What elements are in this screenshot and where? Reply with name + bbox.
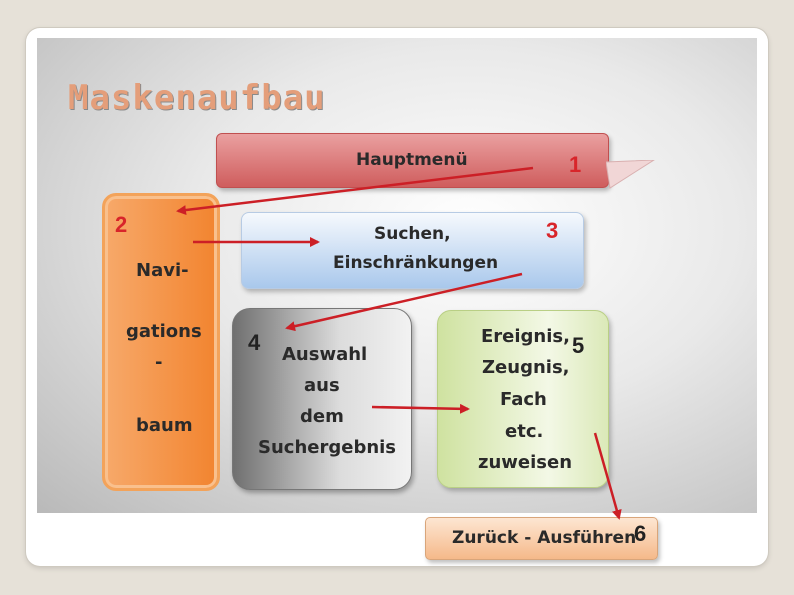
assign-line-4: etc. — [505, 421, 544, 442]
back-execute-label: Zurück - Ausführen — [452, 528, 637, 548]
hauptmenu-box — [216, 133, 609, 188]
navi-line-2: gations — [126, 321, 202, 342]
selection-line-2: aus — [304, 375, 340, 396]
selection-box — [232, 308, 412, 490]
selection-line-4: Suchergebnis — [258, 437, 397, 458]
arrow-selection-to-assign — [371, 403, 470, 414]
back-execute-number: 6 — [634, 521, 647, 546]
navi-line-4: baum — [136, 415, 193, 436]
assign-number: 5 — [572, 333, 585, 358]
search-line-1: Suchen, — [374, 224, 451, 244]
assign-line-3: Fach — [500, 389, 547, 410]
navi-line-1: Navi- — [136, 260, 189, 281]
search-box — [241, 212, 584, 289]
navi-line-3: - — [155, 352, 163, 373]
assign-box — [437, 310, 609, 488]
hauptmenu-tail — [606, 160, 655, 189]
hauptmenu-label: Hauptmenü — [356, 150, 468, 170]
assign-line-5: zuweisen — [478, 452, 573, 473]
arrow-search-to-selection — [285, 272, 523, 332]
assign-line-2: Zeugnis, — [482, 357, 570, 378]
arrow-assign-to-back — [593, 432, 622, 520]
back-execute-box — [425, 517, 658, 560]
navi-number: 2 — [115, 212, 128, 237]
arrow-menu-to-navi — [176, 166, 534, 216]
search-line-2: Einschränkungen — [333, 253, 499, 273]
assign-line-1: Ereignis, — [481, 326, 570, 347]
selection-line-1: Auswahl — [282, 344, 368, 365]
selection-number: 4 — [248, 330, 261, 355]
search-number: 3 — [546, 218, 559, 243]
hauptmenu-number: 1 — [569, 152, 582, 177]
slide-title: Maskenaufbau — [68, 78, 326, 118]
selection-line-3: dem — [300, 406, 344, 427]
